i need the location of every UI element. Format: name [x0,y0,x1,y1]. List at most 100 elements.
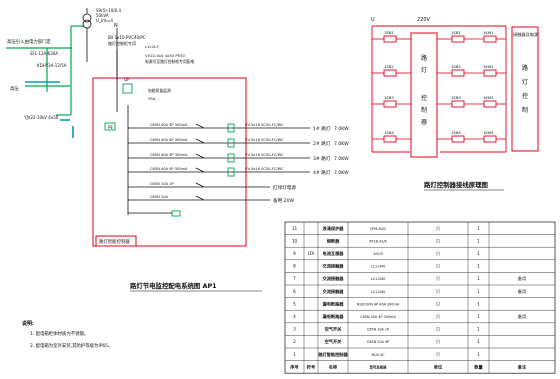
table-cell: 只 [436,352,440,358]
relay-label: 1SB1 [384,30,394,35]
system-diagram-title: 路灯节电监控配电系统图 AP1 [130,281,217,290]
table-cell: RT18-32/6 [369,239,386,243]
legend-label: 接触器及电源 [513,31,539,38]
switch-label: 1SB2 [451,64,461,69]
rcd-icon [227,123,235,133]
table-header-cell: 符号 [307,363,315,370]
breaker-spec: C65N 40A 4P 300mA [150,167,188,171]
legend-text-2: 灯 [522,78,528,86]
breaker-contact [195,153,205,159]
table-header-cell: 单位 [434,363,443,370]
table-cell: 1 [477,264,480,269]
feeder-power: 7.0KW [334,156,349,162]
feeder-load: 备用 20W [273,197,294,204]
power-quality-label: 电能质量监测 [148,88,171,93]
table-cell: 漏电断路器 [323,313,345,320]
contactor-label: 1KM3 [483,95,494,100]
hv-ct-label: KDHY3A-12/5A [37,63,67,68]
breaker-contact [195,123,205,129]
contactor-label: 1KM4 [483,130,494,135]
transformer-capacity: 50kVA [96,13,109,18]
table-cell: 熔断器 [327,237,340,244]
breaker-spec: C65N 40A 4P 300mA [150,123,188,127]
rcd-icon [227,153,235,163]
table-header-cell: 序号 [290,363,298,370]
bus-note: 电源引至路灯控制柜专用配电 [145,59,195,64]
surge-protector-icon [122,83,133,94]
breaker-contact [195,167,205,173]
table-cell: 漏电断路器 [323,300,345,307]
hv-label: 高压 [10,85,19,92]
legend-text-4: 制 [522,106,528,114]
table-cell: 3 [293,327,296,332]
table-cell: NSX100N 4P 40A 300mA [357,302,400,306]
table-cell: 1 [477,327,480,332]
relay-label: 1SB3 [384,95,394,100]
system-diagram: 高压引入由电力部门定 SFL-12A/630A KDHY3A-12/5A 高压 … [6,8,349,349]
legend-text-1: 路 [522,64,528,72]
qp-label: QP [124,77,130,82]
breaker-spec: C65N 40A 4P 300mA [150,153,188,157]
table-cell: 1 [477,352,480,357]
contactor-icon [483,35,497,43]
switch-icon [451,135,465,143]
relay-label: 1SB2 [384,64,394,69]
feeder-cable: VV-5x16 SC50-FC/WC [245,123,284,127]
table-cell: 交流接触器 [323,288,345,295]
table-cell: MLN-3C [371,353,385,357]
table-cell: 100/5 [373,252,383,256]
notes-title: 说明: [22,320,34,327]
switch-label: 1SB1 [451,30,461,35]
table-cell: 1 [293,352,296,357]
neutral-label: N [114,23,118,29]
table-cell: CPM-80/2 [370,227,386,231]
feeder-cable: VV-5x16 SC50-FC/WC [245,167,284,171]
table-cell: 交流接触器 [323,275,345,282]
table-cell: 1 [477,289,480,294]
breaker-contact [195,195,205,201]
feeder-cable: VV-5x16 SC50-FC/WC [245,138,284,142]
table-cell: 只 [436,314,440,320]
table-cell: 8 [293,264,296,269]
table-cell: 1 [477,339,480,344]
relay-coil-icon [383,35,397,43]
table-cell: 空气开关 [325,338,343,345]
table-cell: C65N 10A 4P [367,340,389,344]
transformer-icon [82,8,92,29]
breaker-contact [195,182,205,188]
table-cell: 空气开关 [325,326,343,333]
table-cell: 只 [436,238,440,244]
relay-coil-icon [383,69,397,77]
table-header-cell: 名称 [329,363,338,370]
feeder-circuit: 2# 路灯 [313,140,331,147]
switch-icon [451,69,465,77]
table-cell: 只 [436,264,440,270]
legend-box [511,26,539,152]
controller-text-4: 制 [421,106,427,114]
table-cell: 备用 [518,288,526,295]
cut-label: YSA [148,96,156,101]
relay-coil-icon [383,100,397,108]
table-cell: LTA [308,251,315,256]
feeder-cable: VV-5x16 SC50-FC/WC [245,153,284,157]
table-cell: 1 [477,276,480,281]
table-cell: 只 [436,339,440,345]
controller-text-5: 器 [421,119,427,126]
table-cell: 只 [436,276,440,282]
bus-label: VV22-5x4 4x50 PE50 [145,53,185,58]
table-cell: 只 [436,301,440,307]
pe-label: PE [108,125,113,130]
controller-box [95,235,137,247]
feeder-circuit: 3# 路灯 [313,155,331,162]
table-cell: 1 [477,226,480,231]
contactor-label: 1KM1 [483,30,494,35]
rcd-icon [227,167,235,177]
cable-label: YJV22-10kV 4x50 [23,115,59,120]
contactor-icon [483,69,497,77]
table-cell: 只 [436,226,440,232]
voltage-label: 220V [417,17,431,23]
table-cell: 11 [292,226,298,231]
table-cell: 只 [436,251,440,257]
table-cell: LC1-D40 [371,290,386,294]
